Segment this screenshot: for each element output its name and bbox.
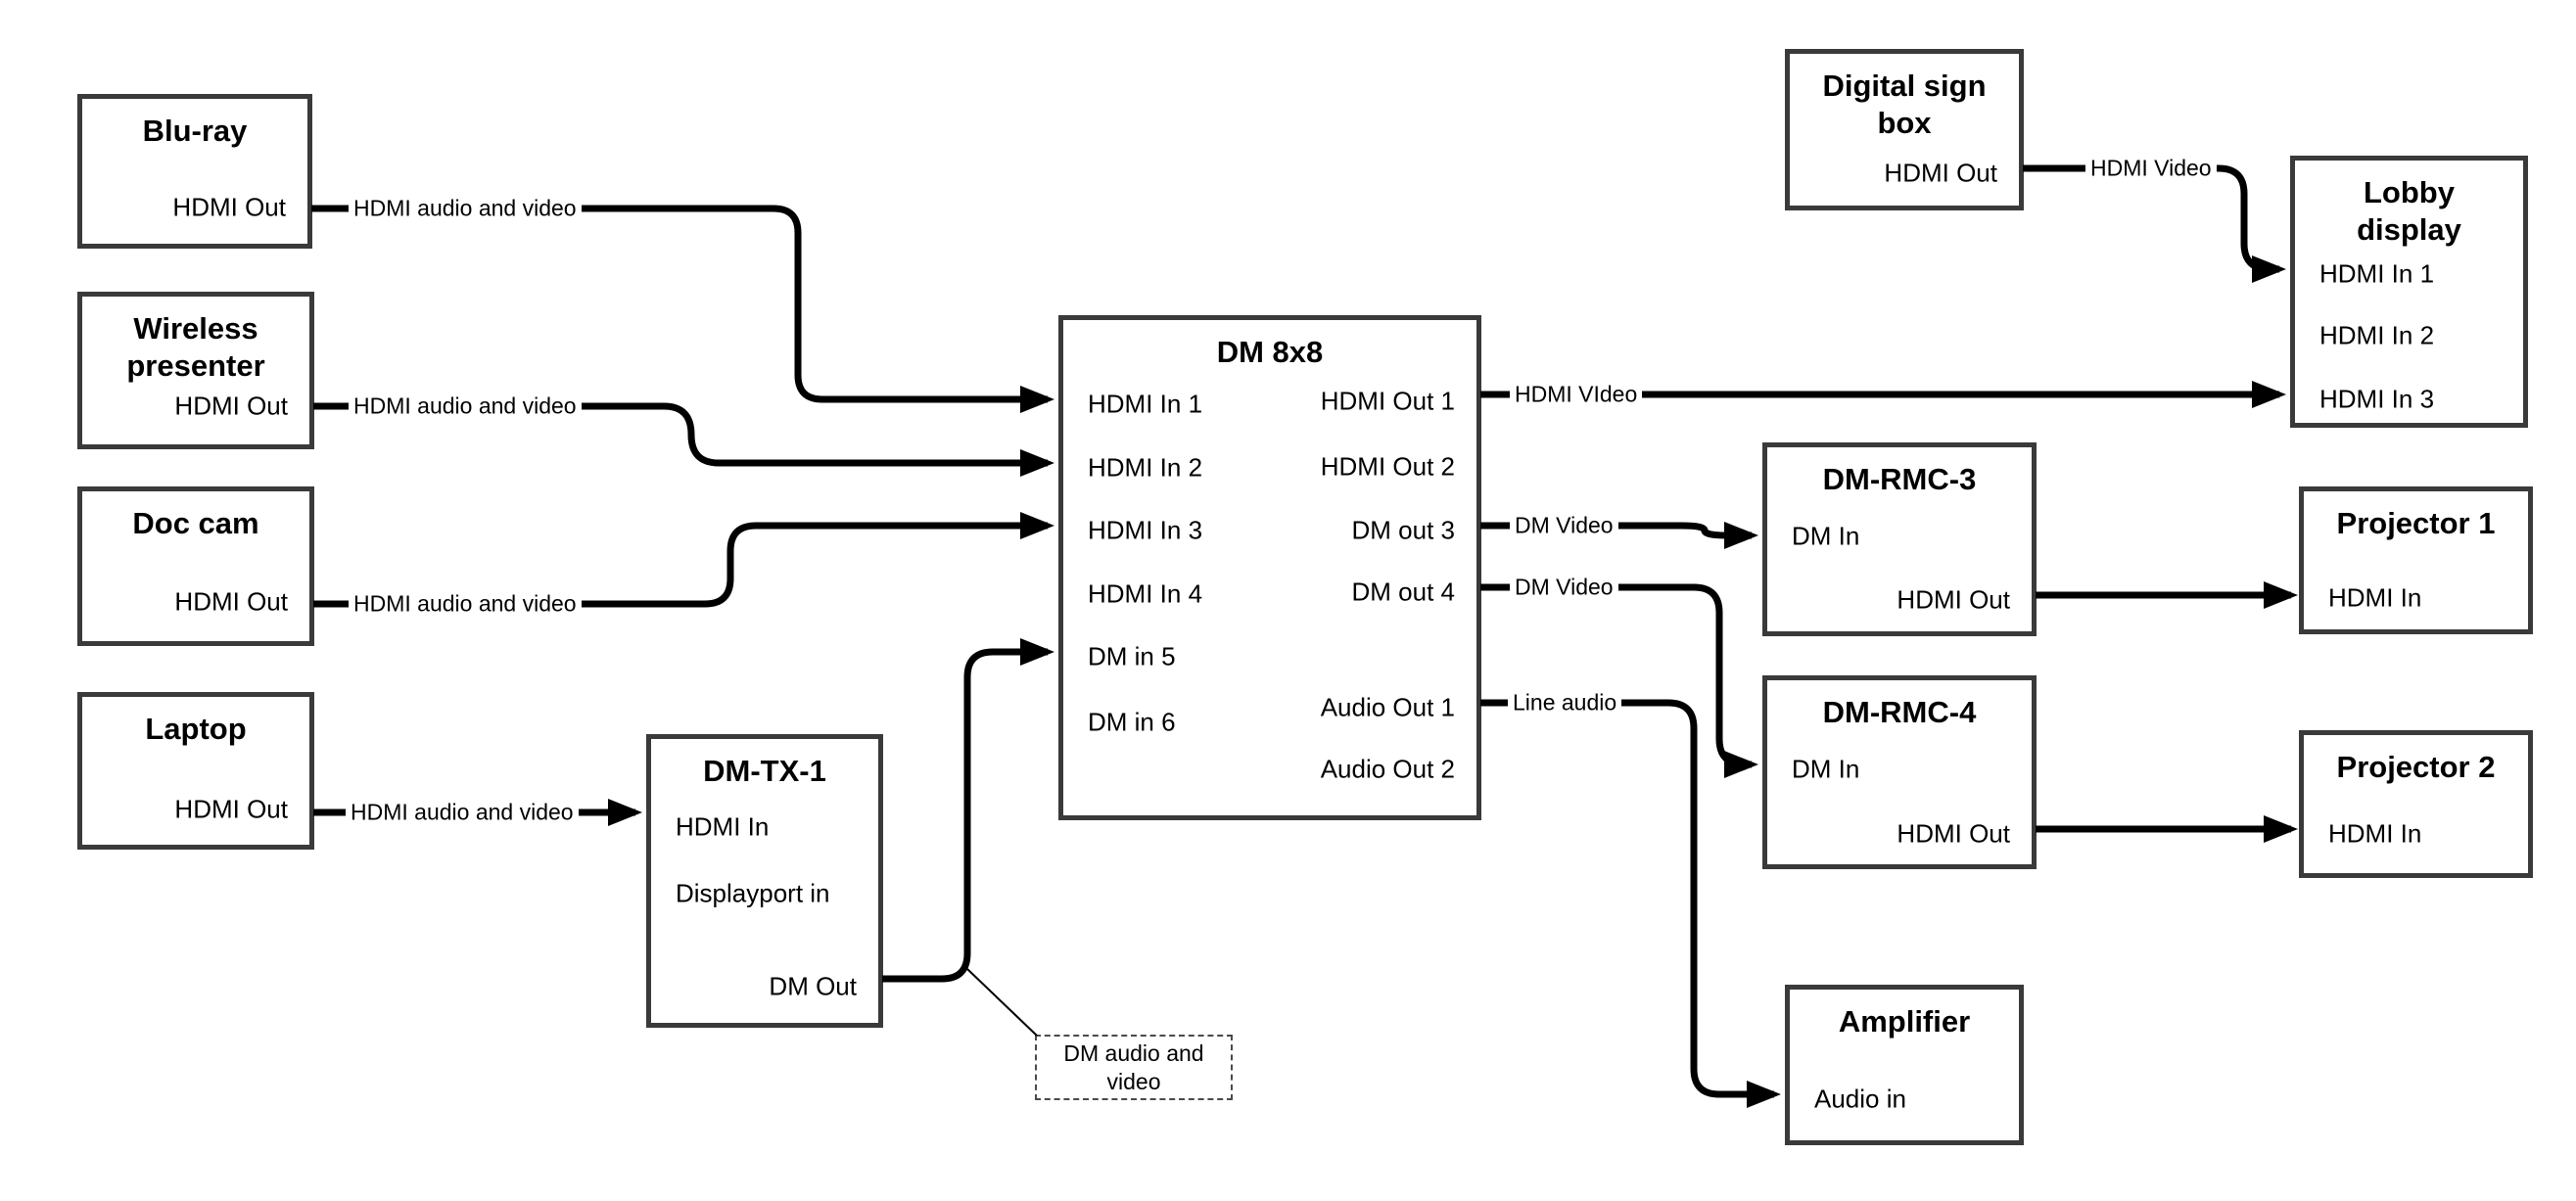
port-hdmi-in-3: HDMI In 3 (1088, 515, 1203, 545)
node-title: DM-RMC-3 (1822, 462, 1977, 496)
node-title: DM-TX-1 (703, 754, 826, 788)
port-hdmi-out: HDMI Out (172, 192, 286, 222)
node-lobby-display: Lobby display HDMI In 1 HDMI In 2 HDMI I… (2290, 156, 2528, 428)
port-hdmi-in-1: HDMI In 1 (2319, 258, 2435, 289)
node-dm-8x8: DM 8x8 HDMI In 1 HDMI In 2 HDMI In 3 HDM… (1058, 315, 1481, 820)
node-title: Projector 1 (2336, 506, 2496, 540)
node-title: Digital sign box (1822, 69, 1987, 140)
node-title: Blu-ray (142, 114, 248, 148)
port-hdmi-in-3: HDMI In 3 (2319, 384, 2435, 414)
edge-dm8x8-audio1-to-amp (1480, 699, 1781, 1108)
node-laptop: Laptop HDMI Out (77, 692, 314, 850)
port-dm-in-6: DM in 6 (1088, 707, 1176, 737)
port-hdmi-in-1: HDMI In 1 (1088, 389, 1203, 419)
port-audio-in: Audio in (1814, 1084, 1906, 1114)
edge-label: DM Video (1510, 573, 1618, 602)
node-projector-2: Projector 2 HDMI In (2299, 730, 2533, 878)
edge-label: HDMI audio and video (349, 589, 582, 619)
port-audio-out-2: Audio Out 2 (1320, 754, 1455, 784)
edge-signbox-to-lobby-in1 (2023, 164, 2286, 283)
port-hdmi-in: HDMI In (676, 811, 770, 842)
port-audio-out-1: Audio Out 1 (1320, 692, 1455, 722)
node-title: Lobby display (2357, 175, 2461, 247)
port-dm-out-3: DM out 3 (1351, 515, 1456, 545)
port-hdmi-out: HDMI Out (1897, 584, 2010, 615)
node-blu-ray: Blu-ray HDMI Out (77, 94, 312, 249)
node-title: DM-RMC-4 (1822, 695, 1977, 729)
port-hdmi-out: HDMI Out (1897, 818, 2010, 849)
port-dm-in-5: DM in 5 (1088, 641, 1176, 671)
node-dm-tx-1: DM-TX-1 HDMI In Displayport in DM Out (646, 734, 883, 1028)
edge-label: Line audio (1508, 688, 1622, 717)
node-title: Projector 2 (2336, 750, 2496, 784)
port-hdmi-in-2: HDMI In 2 (2319, 320, 2435, 350)
node-wireless-presenter: Wireless presenter HDMI Out (77, 292, 314, 449)
node-doc-cam: Doc cam HDMI Out (77, 486, 314, 646)
edge-dmtx-to-dm8x8-in5 (882, 638, 1054, 983)
port-displayport-in: Displayport in (676, 878, 830, 908)
node-dm-rmc-4: DM-RMC-4 DM In HDMI Out (1762, 675, 2037, 869)
node-title: Laptop (145, 712, 247, 746)
port-hdmi-in-4: HDMI In 4 (1088, 578, 1203, 609)
port-hdmi-in: HDMI In (2328, 818, 2422, 849)
node-title: Amplifier (1838, 1004, 1971, 1039)
port-hdmi-out: HDMI Out (174, 391, 288, 421)
node-projector-1: Projector 1 HDMI In (2299, 486, 2533, 634)
port-dm-in: DM In (1792, 754, 1860, 784)
node-title: Doc cam (132, 506, 259, 540)
note-callout-line (966, 968, 1038, 1037)
note-text: DM audio and video (1063, 1039, 1204, 1094)
node-digital-sign-box: Digital sign box HDMI Out (1785, 49, 2024, 210)
edge-dm8x8-out4-to-rmc4 (1480, 583, 1758, 778)
port-hdmi-out: HDMI Out (174, 586, 288, 617)
port-dm-out-4: DM out 4 (1351, 577, 1456, 607)
port-hdmi-in: HDMI In (2328, 582, 2422, 613)
node-dm-rmc-3: DM-RMC-3 DM In HDMI Out (1762, 442, 2037, 636)
note-dm-audio-and-video: DM audio and video (1035, 1035, 1233, 1100)
port-dm-in: DM In (1792, 521, 1860, 551)
node-amplifier: Amplifier Audio in (1785, 985, 2024, 1145)
edge-label: HDMI audio and video (349, 392, 582, 421)
node-title: Wireless presenter (126, 311, 265, 383)
edge-label: HDMI Video (2085, 154, 2217, 183)
edge-label: HDMI audio and video (349, 194, 582, 223)
port-hdmi-out-2: HDMI Out 2 (1320, 451, 1455, 482)
port-hdmi-in-2: HDMI In 2 (1088, 452, 1203, 483)
port-hdmi-out-1: HDMI Out 1 (1320, 386, 1455, 416)
edge-label: HDMI VIdeo (1510, 380, 1643, 409)
port-hdmi-out: HDMI Out (174, 794, 288, 824)
edge-bluray-to-dm8x8-in1 (311, 205, 1054, 413)
port-hdmi-out: HDMI Out (1884, 158, 1997, 188)
node-title: DM 8x8 (1216, 335, 1324, 369)
edge-label: DM Video (1510, 511, 1618, 540)
port-dm-out: DM Out (769, 971, 857, 1001)
edge-label: HDMI audio and video (346, 798, 579, 827)
